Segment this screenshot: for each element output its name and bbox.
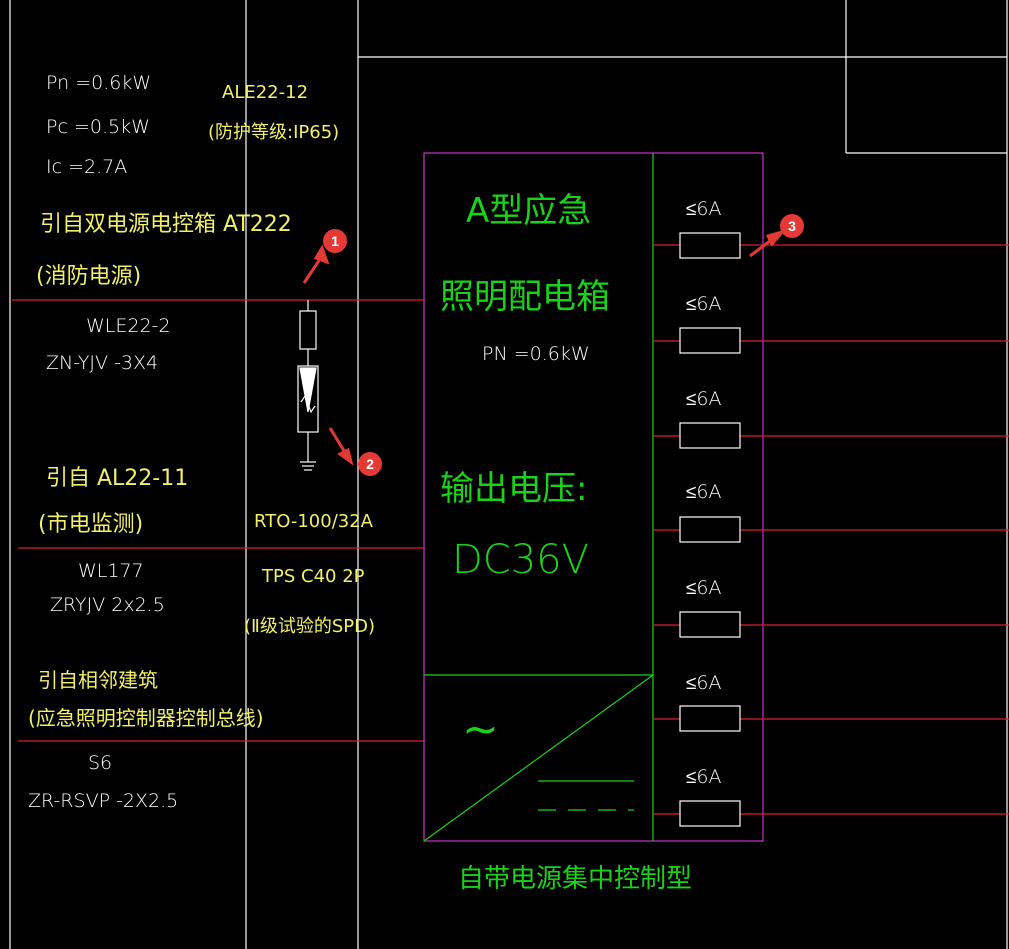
- feeder2-note: (市电监测): [38, 512, 144, 537]
- panel-title-line2: 照明配电箱: [440, 277, 610, 317]
- pc-label: Pc =0.5kW: [46, 116, 150, 138]
- annotation-marker-1: 1: [323, 229, 347, 253]
- spd-label: TPS C40 2P: [262, 566, 365, 587]
- feeder3-cable: ZR-RSVP -2X2.5: [28, 790, 179, 812]
- output-circuits: [653, 232, 1009, 827]
- feeder-lines: [12, 299, 424, 742]
- output-rating-4: ≤6A: [686, 481, 722, 503]
- output-rating-7: ≤6A: [686, 766, 722, 788]
- annotation-arrows: [302, 229, 787, 466]
- fuse-label: RTO-100/32A: [254, 511, 373, 532]
- distribution-panel: [423, 152, 764, 842]
- output-rating-3: ≤6A: [686, 388, 722, 410]
- ic-label: Ic =2.7A: [46, 156, 128, 178]
- feeder3-source: 引自相邻建筑: [38, 668, 158, 692]
- panel-power-label: PN =0.6kW: [482, 343, 590, 365]
- output-voltage-value: DC36V: [452, 537, 589, 583]
- annotation-marker-2: 2: [358, 452, 382, 476]
- output-rating-6: ≤6A: [686, 672, 722, 694]
- ac-symbol: ~: [462, 704, 499, 755]
- feeder3-note: (应急照明控制器控制总线): [28, 706, 264, 730]
- panel-title-line1: A型应急: [466, 191, 592, 231]
- panel-caption: 自带电源集中控制型: [458, 864, 693, 894]
- pn-label: Pn =0.6kW: [46, 72, 152, 94]
- output-rating-1: ≤6A: [686, 198, 722, 220]
- feeder1-cable: ZN-YJV -3X4: [46, 352, 159, 374]
- feeder3-circuit: S6: [88, 752, 113, 774]
- output-rating-5: ≤6A: [686, 577, 722, 599]
- frame-lines: [9, 0, 1008, 949]
- annotation-marker-3: 3: [780, 214, 804, 238]
- feeder2-cable: ZRYJV 2x2.5: [50, 594, 165, 616]
- feeder1-note: (消防电源): [36, 264, 142, 289]
- output-voltage-label: 输出电压:: [440, 469, 588, 509]
- feeder2-source: 引自 AL22-11: [46, 466, 189, 491]
- output-rating-2: ≤6A: [686, 293, 722, 315]
- spd-symbol: [297, 365, 319, 471]
- feeder2-circuit: WL177: [78, 560, 144, 582]
- feeder1-source: 引自双电源电控箱 AT222: [40, 212, 292, 237]
- protection-label: (防护等级:IP65): [208, 122, 340, 143]
- spd-note-label: (Ⅱ级试验的SPD): [244, 616, 376, 637]
- box-id-label: ALE22-12: [222, 82, 309, 103]
- fuse-symbol: [299, 300, 317, 366]
- feeder1-circuit: WLE22-2: [86, 315, 171, 337]
